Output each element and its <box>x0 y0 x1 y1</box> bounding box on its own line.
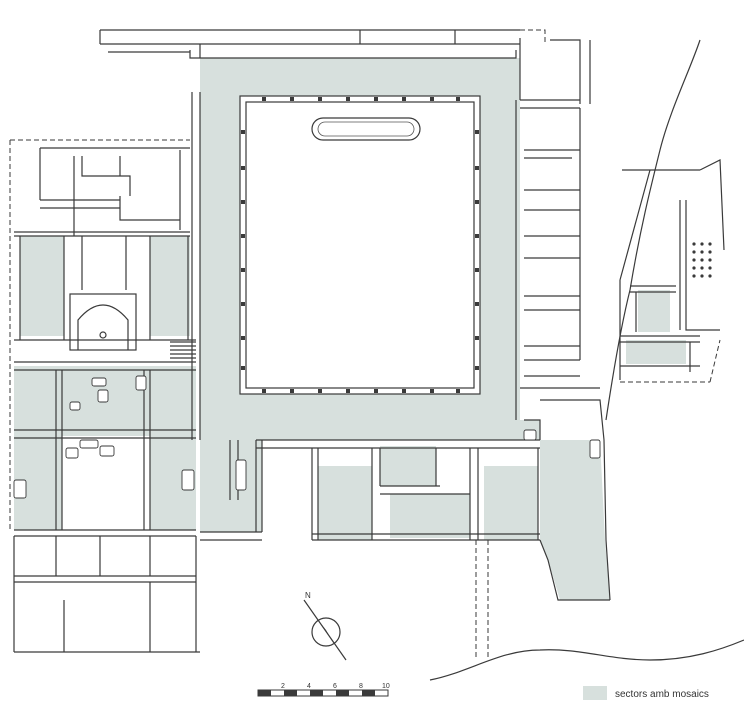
scale-tick-4: 4 <box>307 683 311 690</box>
east-annex-mosaic <box>638 290 670 332</box>
colonnade <box>241 97 479 393</box>
scale-tick-10: 10 <box>382 683 390 690</box>
hypocaust-pillars <box>692 242 712 278</box>
south-peristyle-mosaic <box>200 440 262 532</box>
scale-bar: 2 4 6 8 10 <box>257 683 390 697</box>
north-arrow: N <box>303 591 347 661</box>
legend-label: sectors amb mosaics <box>615 689 709 700</box>
north-label: N <box>305 591 311 600</box>
west-room-a-mosaic <box>20 236 64 336</box>
scale-tick-2: 2 <box>281 683 285 690</box>
scale-tick-8: 8 <box>359 683 363 690</box>
legend: sectors amb mosaics <box>583 686 709 700</box>
west-room-b-mosaic <box>150 236 190 336</box>
terrain-lines <box>429 39 744 681</box>
peristyle-mosaic <box>200 58 540 440</box>
south-east-room-mosaic <box>540 440 610 600</box>
pool <box>311 117 421 141</box>
scale-tick-6: 6 <box>333 683 337 690</box>
walls <box>9 29 725 653</box>
south-room-b-mosaic <box>380 446 436 486</box>
south-room-d-mosaic <box>484 466 538 540</box>
south-room-a-mosaic <box>318 466 372 540</box>
south-room-c-mosaic <box>390 494 470 538</box>
rubble-fragments <box>13 375 601 499</box>
east-annex-b-mosaic <box>626 340 686 364</box>
legend-swatch <box>583 686 607 700</box>
